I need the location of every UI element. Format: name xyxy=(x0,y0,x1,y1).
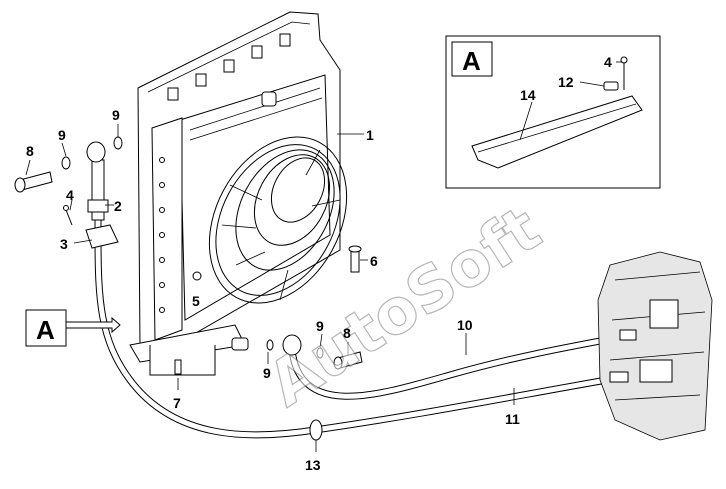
hose-left xyxy=(94,181,319,439)
callout-washer-right-a: 9 xyxy=(316,318,324,334)
bolt-bottom xyxy=(174,359,182,375)
view-arrow xyxy=(65,316,121,334)
callout-washer-left-a: 9 xyxy=(58,127,66,143)
callout-labels: 1 2 3 4 5 6 7 8 9 9 9 8 9 10 11 13 4 12 … xyxy=(26,54,612,473)
callout-bolt-top: 4 xyxy=(66,187,74,203)
view-a-label-box xyxy=(25,309,67,347)
washer-left-b xyxy=(113,136,123,150)
banjo-bolt-left xyxy=(14,171,53,193)
callout-grommet: 5 xyxy=(192,293,200,309)
hose-clip xyxy=(309,419,323,441)
callout-washer-right-b: 9 xyxy=(263,365,271,381)
callout-hose-upper: 10 xyxy=(457,317,473,333)
callout-radiator: 1 xyxy=(366,127,374,143)
washer-left-a xyxy=(61,156,71,170)
leader-lines xyxy=(25,61,622,452)
banjo-fitting-left xyxy=(85,141,119,249)
callout-clamp: 3 xyxy=(60,236,68,252)
banjo-fitting-right xyxy=(282,334,363,370)
callout-bolt-bottom: 7 xyxy=(173,395,181,411)
callout-detail-bolt: 4 xyxy=(604,54,612,70)
callout-fitting: 2 xyxy=(114,198,122,214)
callout-hose-lower: 11 xyxy=(505,411,520,427)
washer-right-a xyxy=(266,339,274,351)
callout-clip: 13 xyxy=(305,457,321,473)
bolt-fan xyxy=(348,245,362,273)
radiator-assembly xyxy=(129,11,348,376)
grommet xyxy=(192,271,202,281)
callout-washer-left-b: 9 xyxy=(112,107,120,123)
view-label-detail: A xyxy=(462,46,481,76)
view-label-main: A xyxy=(36,315,55,345)
detail-view-a xyxy=(445,35,661,189)
transmission xyxy=(597,251,713,441)
callout-detail-nut: 12 xyxy=(558,74,574,90)
fan-guard xyxy=(208,136,348,304)
callout-banjo-bolt-right: 8 xyxy=(343,325,351,341)
hose-10 xyxy=(288,331,636,400)
callout-detail-plate: 14 xyxy=(520,87,536,103)
callout-bolt-fan: 6 xyxy=(370,253,378,269)
top-mounting-tabs xyxy=(167,33,291,101)
callout-banjo-bolt-left: 8 xyxy=(26,143,34,159)
hose-11 xyxy=(311,374,622,434)
